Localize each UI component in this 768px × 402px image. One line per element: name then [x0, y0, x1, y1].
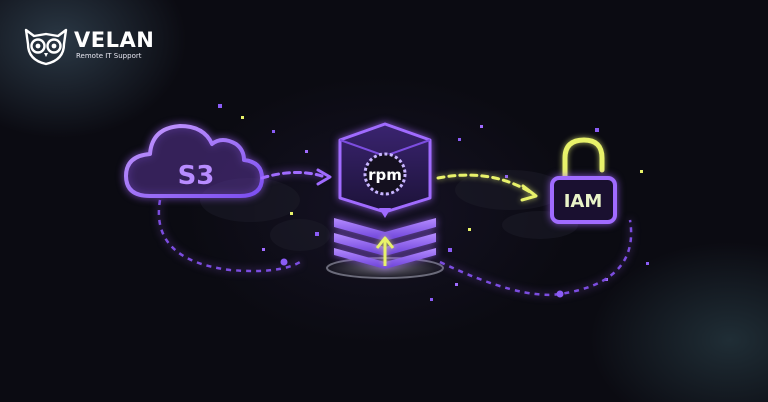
arrow-rpm-to-iam — [436, 173, 538, 202]
s3-label: S3 — [178, 161, 215, 191]
world-map-backdrop — [200, 170, 578, 251]
iam-label: IAM — [564, 191, 603, 212]
rpm-gauge-icon — [363, 152, 407, 196]
down-arrow-icon — [379, 208, 391, 218]
s3-cloud-icon — [124, 124, 264, 198]
connector-curve-left — [157, 199, 301, 273]
rpm-label: rpm — [368, 166, 402, 184]
arrow-s3-to-rpm — [260, 168, 332, 186]
brand-name: VELAN — [74, 28, 155, 52]
connector-curve-right — [439, 219, 633, 298]
velan-logo: VELAN Remote IT Support — [22, 26, 155, 66]
brand-tagline: Remote IT Support — [76, 52, 142, 60]
lock-icon — [550, 137, 617, 224]
upload-arrow-icon — [375, 236, 395, 266]
owl-icon — [24, 28, 68, 66]
